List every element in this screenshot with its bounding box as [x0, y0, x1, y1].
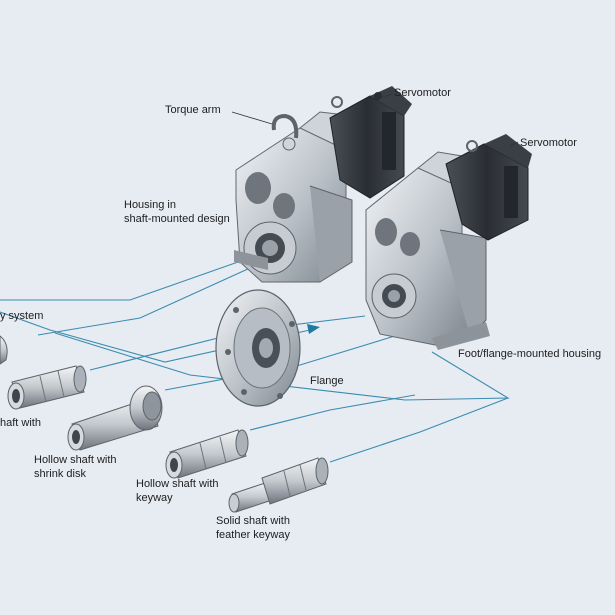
- connector-line: [54, 332, 510, 401]
- connector-line: [249, 394, 416, 431]
- label-partial-shaft-with: haft with: [0, 417, 41, 429]
- hollow-shaft-keyway: [165, 429, 249, 479]
- hollow-shaft-1: [7, 365, 87, 410]
- connector-line: [164, 334, 399, 391]
- label-servomotor-top: Servomotor: [394, 87, 451, 99]
- label-flange: Flange: [310, 375, 344, 387]
- arrow-head: [307, 324, 320, 334]
- connector-line: [0, 261, 239, 301]
- connector-line: [37, 267, 251, 336]
- solid-shaft-feather-keyway: [228, 457, 329, 513]
- flange-part: [215, 289, 301, 407]
- label-partial-system: y system: [0, 310, 44, 322]
- shaft-mounted-gearbox: [234, 111, 363, 283]
- partial-shaft-left: [0, 335, 8, 365]
- leader-torque-arm: [231, 111, 273, 125]
- hollow-shaft-shrink-disk: [67, 385, 163, 451]
- label-leader-lines: [231, 93, 519, 147]
- servomotor-right: [445, 134, 532, 241]
- label-servomotor-right: Servomotor: [520, 137, 577, 149]
- leader-servomotor-right: [509, 141, 519, 147]
- label-hollow-shaft-shrink-disk: Hollow shaft with shrink disk: [34, 454, 117, 480]
- label-torque-arm: Torque arm: [165, 104, 221, 116]
- label-hollow-shaft-keyway: Hollow shaft with keyway: [136, 478, 219, 504]
- servomotor-top: [329, 86, 412, 199]
- label-foot-flange-housing: Foot/flange-mounted housing: [458, 348, 602, 360]
- leader-servomotor-top: [379, 93, 393, 99]
- connector-line: [329, 397, 509, 463]
- label-housing-shaft-mounted: Housing in shaft-mounted design: [124, 199, 230, 225]
- label-solid-shaft-feather-keyway: Solid shaft with feather keyway: [216, 515, 290, 541]
